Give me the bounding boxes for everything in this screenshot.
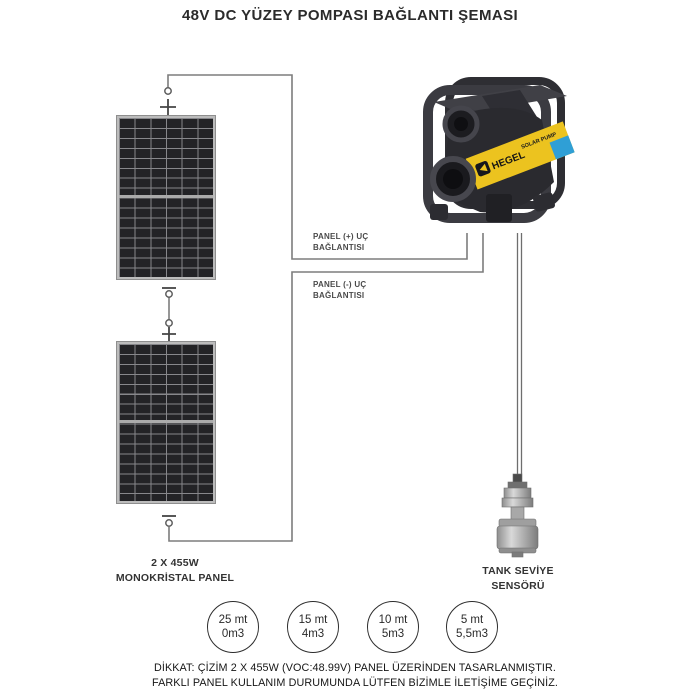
negative-connection-label: PANEL (-) UÇ BAĞLANTISI: [313, 279, 366, 301]
float-sensor-illustration: [496, 473, 539, 558]
tank-caption-line1: TANK SEVİYE: [482, 565, 554, 577]
pump-port-upper-hole: [454, 117, 468, 131]
warning-note: DİKKAT: ÇİZİM 2 X 455W (VOC:48.99V) PANE…: [100, 661, 610, 690]
positive-wire: [167, 74, 468, 260]
flow-value: 5m3: [381, 628, 405, 640]
negative-label-line1: PANEL (-) UÇ: [313, 280, 367, 289]
sensor-hex-nut-top: [503, 487, 532, 499]
depth-value: 5 mt: [460, 613, 484, 626]
solar-panel-top: [117, 116, 215, 279]
pump-junction-box: [486, 194, 512, 222]
performance-circle-10mt: 10 mt 5m3: [367, 601, 419, 653]
plus-symbol: [160, 99, 176, 115]
warning-line1: DİKKAT: ÇİZİM 2 X 455W (VOC:48.99V) PANE…: [153, 662, 557, 674]
float-body: [496, 525, 539, 550]
terminal-panel2-minus: [165, 519, 173, 527]
terminal-panel1-plus: [164, 87, 172, 95]
positive-connection-label: PANEL (+) UÇ BAĞLANTISI: [313, 231, 368, 253]
sensor-stem: [510, 506, 525, 521]
panel-caption-line1: 2 X 455W: [151, 557, 199, 569]
plus-symbol: [162, 327, 176, 341]
panel-caption-line2: MONOKRİSTAL PANEL: [115, 572, 235, 584]
blue-badge: [549, 135, 575, 160]
negative-label-line2: BAĞLANTISI: [313, 291, 365, 300]
float-tip: [511, 551, 524, 558]
terminal-panel2-plus: [165, 319, 173, 327]
depth-value: 10 mt: [378, 613, 408, 626]
sensor-hex-nut-bottom: [501, 497, 534, 508]
pump-port-lower-hole: [443, 169, 463, 189]
positive-label-line2: BAĞLANTISI: [313, 243, 365, 252]
tank-sensor-caption: TANK SEVİYE SENSÖRÜ: [448, 564, 588, 594]
performance-circle-25mt: 25 mt 0m3: [207, 601, 259, 653]
panel-caption: 2 X 455W MONOKRİSTAL PANEL: [75, 556, 275, 586]
pump-foot-left: [430, 204, 448, 220]
pump-foot-right: [532, 192, 556, 212]
flow-value: 5,5m3: [456, 628, 488, 640]
pump-brand-band: HEGEL SOLAR PUMP: [465, 121, 575, 190]
performance-circle-5mt: 5 mt 5,5m3: [446, 601, 498, 653]
pump-illustration: HEGEL SOLAR PUMP: [423, 77, 575, 223]
flow-value: 4m3: [301, 628, 325, 640]
sensor-cable: [516, 233, 523, 474]
depth-value: 15 mt: [298, 613, 328, 626]
solar-panel-bottom: [117, 342, 215, 503]
performance-circle-15mt: 15 mt 4m3: [287, 601, 339, 653]
negative-wire: [168, 233, 484, 542]
terminal-panel1-minus: [165, 290, 173, 298]
positive-label-line1: PANEL (+) UÇ: [313, 232, 369, 241]
depth-value: 25 mt: [218, 613, 248, 626]
flow-value: 0m3: [221, 628, 245, 640]
sensor-collar: [507, 481, 528, 489]
hegel-logo-icon: [475, 161, 491, 177]
sensor-stud: [512, 473, 523, 484]
tank-caption-line2: SENSÖRÜ: [491, 580, 545, 592]
page-title: 48V DC YÜZEY POMPASI BAĞLANTI ŞEMASI: [181, 7, 519, 24]
warning-line2: FARKLI PANEL KULLANIM DURUMUNDA LÜTFEN B…: [151, 676, 559, 689]
